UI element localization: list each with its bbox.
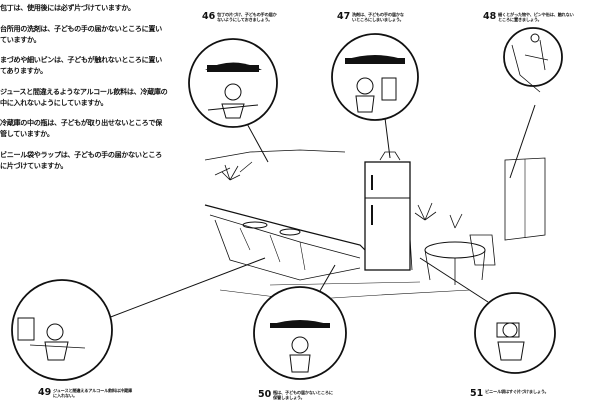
caption-number: 51: [470, 388, 484, 399]
safety-checklist: 包丁は、使用後には必ず片づけていますか。 台所用の洗剤は、子どもの手の届かないと…: [0, 2, 168, 180]
caption-text: ビニール袋はすぐ片づけましょう。: [485, 389, 549, 394]
caption-text: 包丁の片づけ、子どもの手の届かないようにしておきましょう。: [217, 12, 277, 23]
caption-text: 瓶は、子どもの届かないところに保管しましょう。: [273, 390, 333, 401]
caption-number: 50: [258, 389, 272, 400]
checklist-item: まづめや細いピンは、子どもが触れないところに置いてありますか。: [0, 55, 162, 75]
caption-text: 洗剤は、子どもの手の届かないところにしまいましょう。: [352, 12, 404, 23]
caption-number: 46: [202, 11, 216, 22]
caption-number: 49: [38, 387, 52, 398]
checklist-item: 冷蔵庫の中の瓶は、子どもが取り出せないところで保管していますか。: [0, 118, 162, 138]
checklist-item: 台所用の洗剤は、子どもの手の届かないところに置いていますか。: [0, 23, 162, 44]
caption-number: 47: [337, 11, 351, 22]
checklist-item: 包丁は、使用後には必ず片づけていますか。: [0, 3, 135, 12]
caption-number: 48: [483, 11, 497, 22]
checklist-item: ジュースと間違えるようなアルコール飲料は、冷蔵庫の中に入れないようにしていますか…: [0, 86, 168, 107]
caption-text: ジュースと間違えるアルコール飲料は冷蔵庫に入れない。: [53, 388, 132, 399]
caption-text: 細くとがった物や、ピンや缶は、触れないところに置きましょう。: [498, 12, 574, 23]
checklist-item: ビニール袋やラップは、子どもの手の届かないところに片づけていますか。: [0, 149, 162, 170]
